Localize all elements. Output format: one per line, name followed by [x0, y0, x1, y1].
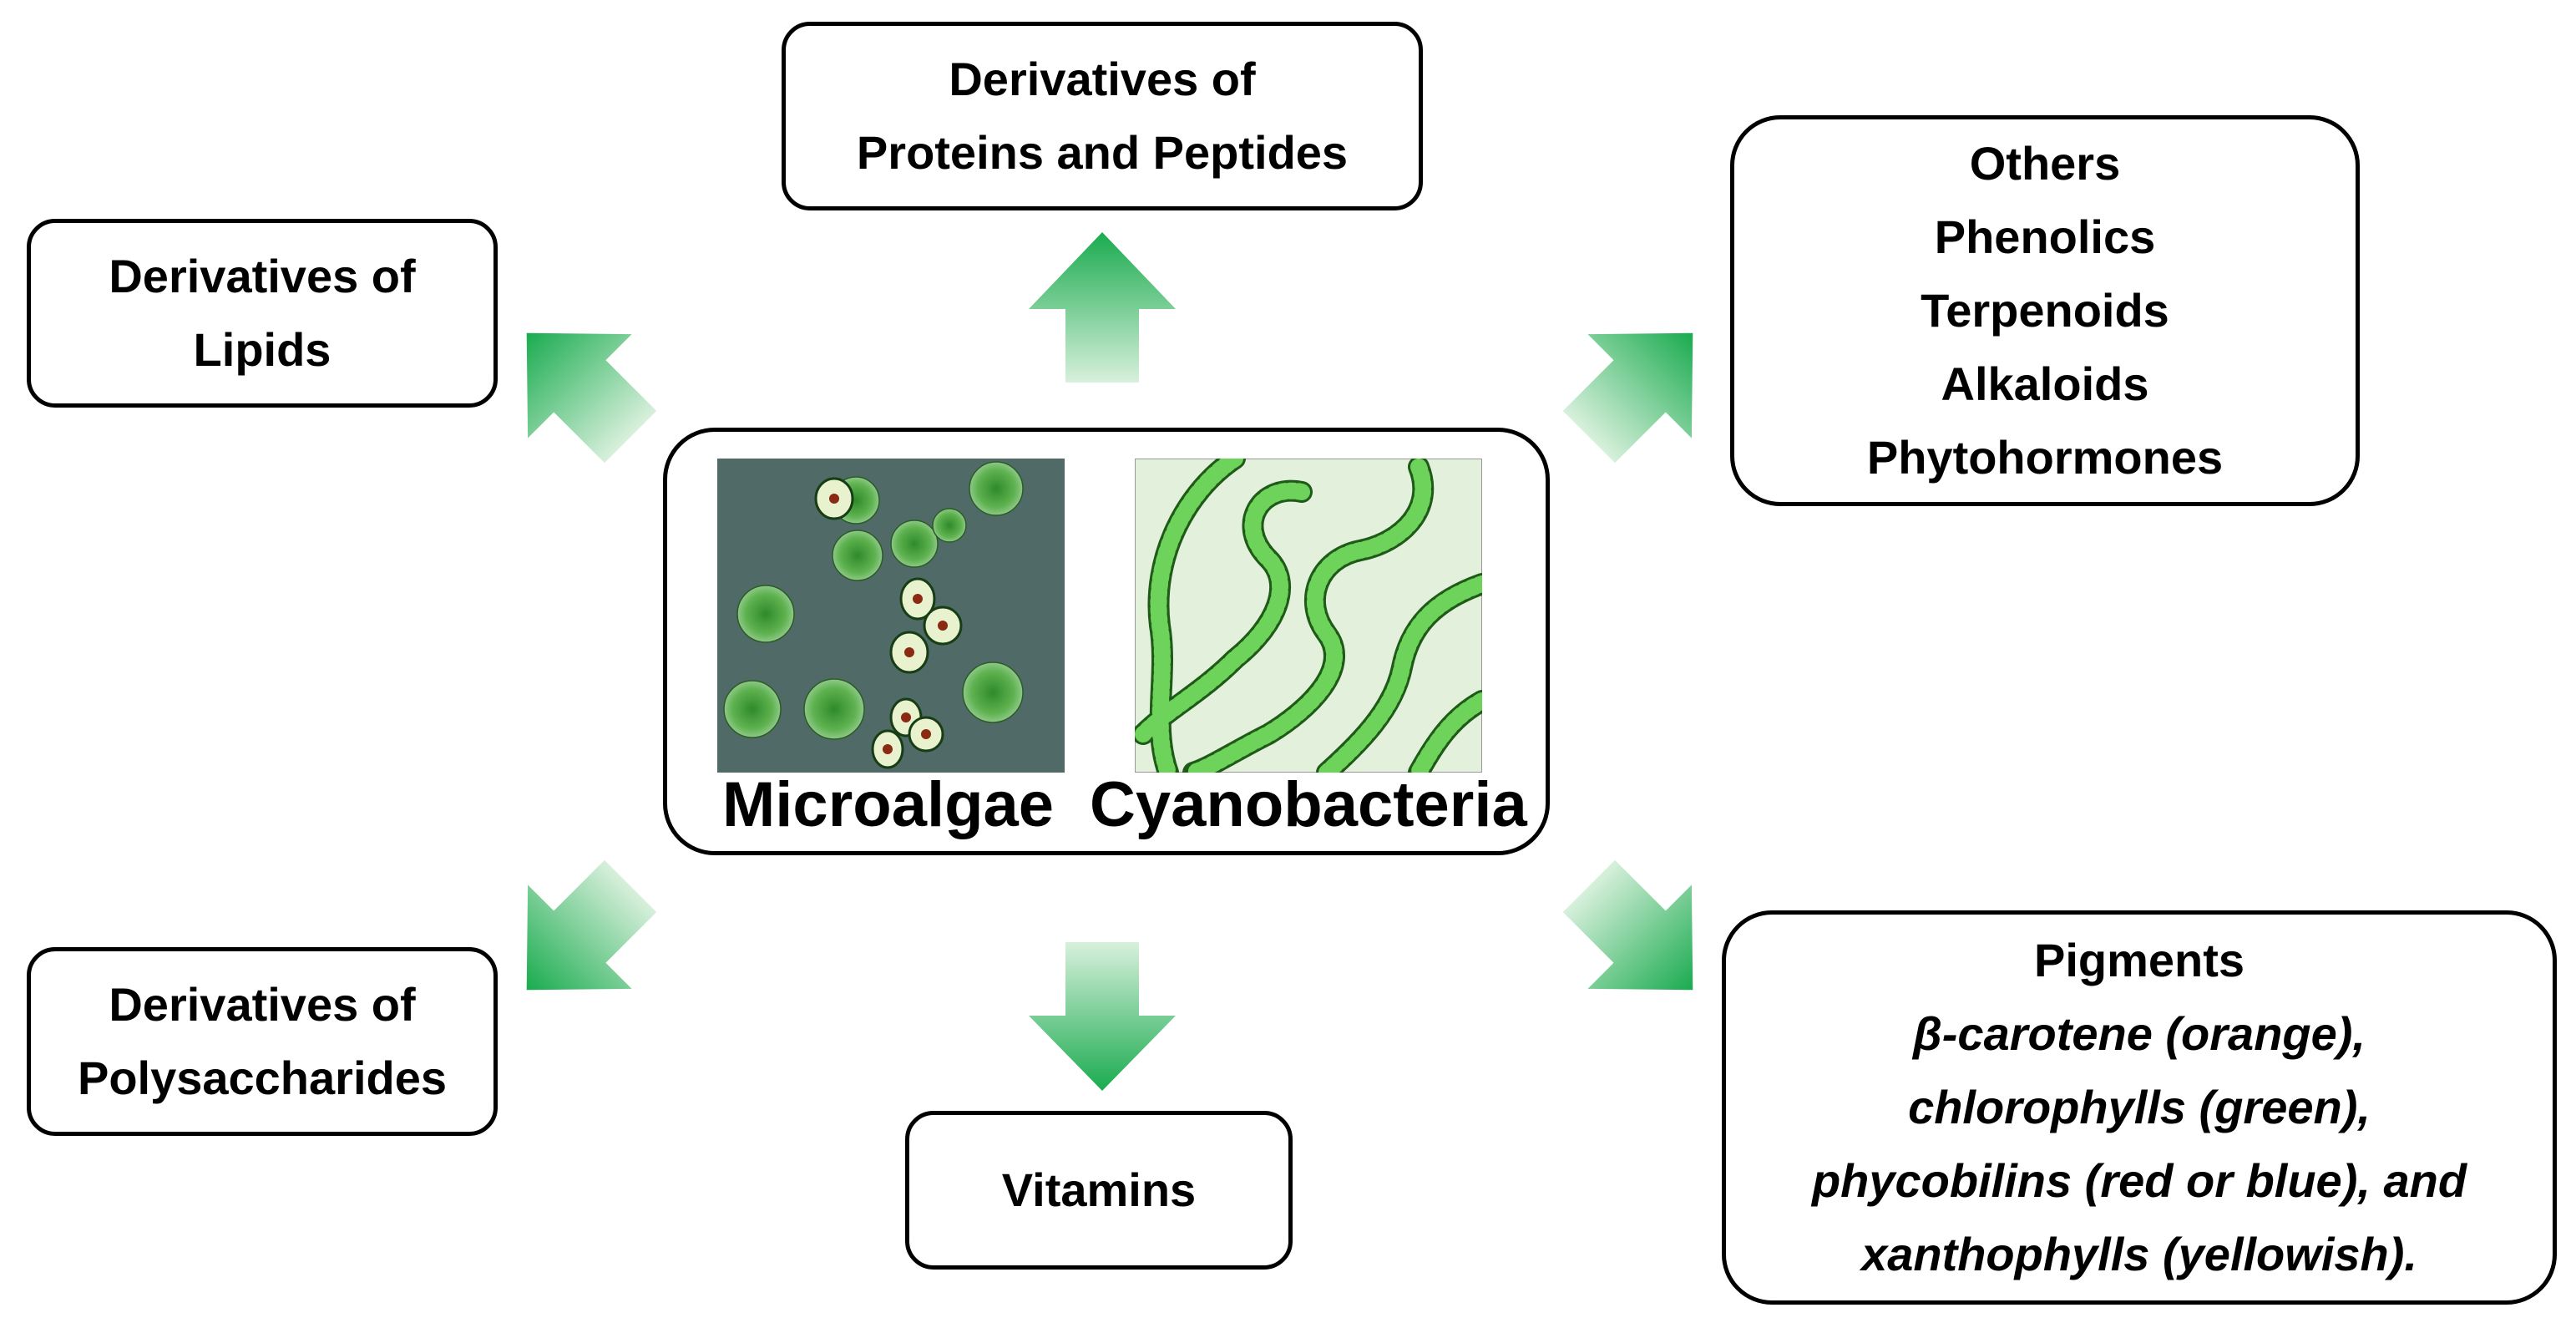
others-line-3: Terpenoids: [1921, 284, 2169, 337]
others-line-2: Phenolics: [1934, 210, 2156, 263]
polysaccharides-line-1: Derivatives of: [109, 978, 416, 1031]
arrow-down-vitamins: [1029, 942, 1176, 1091]
proteins-line-1: Derivatives of: [949, 53, 1256, 105]
vitamins-box: Vitamins: [905, 1111, 1293, 1270]
arrow-up-proteins: [1029, 232, 1176, 383]
others-line-5: Phytohormones: [1866, 431, 2224, 484]
arrow-upright-others: [1562, 332, 1693, 464]
microalgae-image: [717, 459, 1065, 773]
arrow-downright-pigments: [1562, 859, 1693, 991]
others-line-1: Others: [1969, 137, 2121, 190]
pigments-item-2: chlorophylls (green),: [1908, 1081, 2371, 1133]
lipids-line-1: Derivatives of: [109, 250, 416, 302]
microalgae-label: Microalgae: [722, 769, 1055, 840]
polysaccharides-box: Derivatives of Polysaccharides: [27, 947, 498, 1136]
polysaccharides-line-2: Polysaccharides: [77, 1052, 448, 1104]
pigments-item-3: phycobilins (red or blue), and: [1811, 1154, 2467, 1207]
lipids-line-2: Lipids: [193, 323, 331, 376]
cyanobacteria-image: [1135, 459, 1482, 773]
lipids-box: Derivatives of Lipids: [27, 219, 498, 408]
others-box: Others Phenolics Terpenoids Alkaloids Ph…: [1730, 115, 2360, 506]
pigments-title: Pigments: [2033, 934, 2245, 986]
pigments-box: Pigments β-carotene (orange), chlorophyl…: [1722, 910, 2557, 1305]
arrow-downleft-polysaccharides: [526, 859, 657, 991]
center-box: Microalgae Cyanobacteria: [663, 428, 1550, 855]
proteins-peptides-box: Derivatives of Proteins and Peptides: [782, 22, 1423, 210]
vitamins-line-1: Vitamins: [1001, 1163, 1197, 1216]
others-line-4: Alkaloids: [1941, 357, 2149, 410]
proteins-line-2: Proteins and Peptides: [856, 126, 1349, 179]
cyanobacteria-label: Cyanobacteria: [1090, 769, 1527, 840]
pigments-item-4: xanthophylls (yellowish).: [1861, 1228, 2417, 1280]
pigments-item-1: β-carotene (orange),: [1913, 1007, 2366, 1060]
arrow-upleft-lipids: [526, 332, 657, 464]
